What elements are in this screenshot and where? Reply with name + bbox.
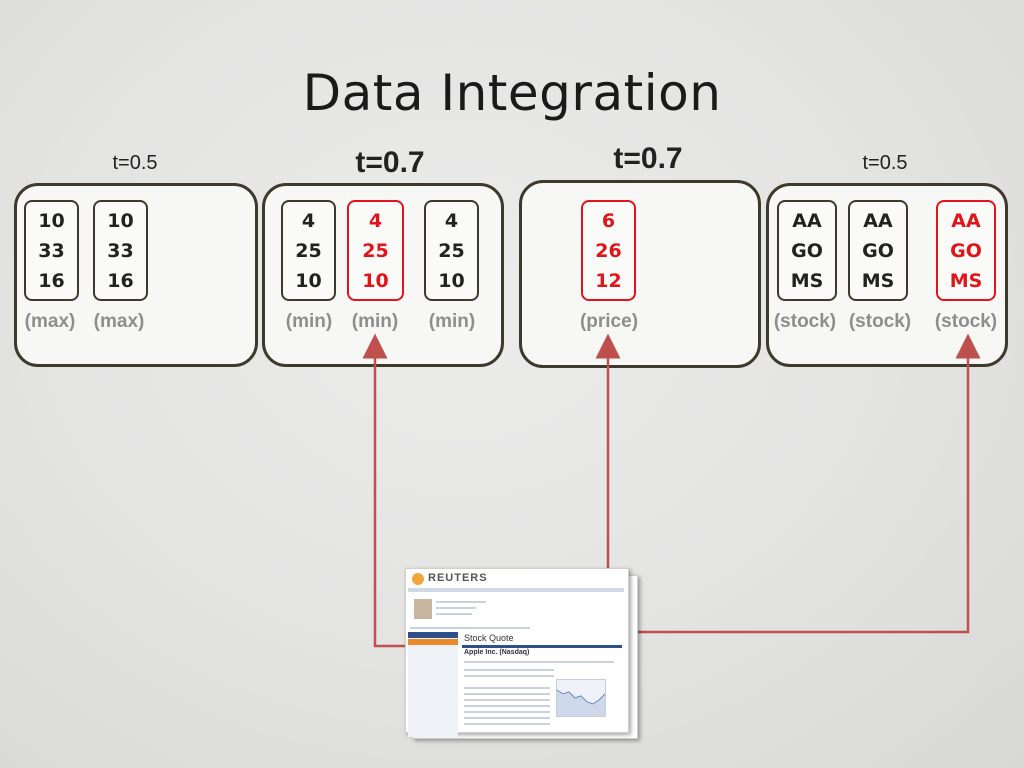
profile-text — [436, 613, 472, 615]
arrow-to-min — [362, 333, 406, 648]
group-2-threshold: t=0.7 — [355, 146, 425, 179]
reuters-brand: REUTERS — [428, 572, 488, 584]
source-label: (min) — [351, 311, 399, 332]
slide-title: Data Integration — [302, 64, 722, 122]
card-value: GO — [791, 239, 823, 262]
source-card: AA GO MS — [777, 200, 837, 301]
source-card: 4 25 10 — [424, 200, 479, 301]
card-value: 25 — [438, 239, 465, 262]
webpage-thumbnail: REUTERS Stock Quote Apple Inc. (Nasdaq) — [405, 568, 629, 737]
card-value: MS — [949, 269, 983, 292]
card-value: 10 — [38, 209, 65, 232]
banner-bar — [408, 588, 624, 592]
table-row — [464, 699, 550, 701]
source-label: (stock) — [848, 311, 912, 332]
source-label: (max) — [93, 311, 145, 332]
card-value: GO — [862, 239, 894, 262]
reuters-logo-icon — [412, 573, 424, 585]
side-nav-active — [408, 639, 458, 645]
source-card: 4 25 10 — [281, 200, 336, 301]
source-label: (stock) — [934, 311, 998, 332]
profile-block — [414, 599, 432, 619]
card-value: 16 — [107, 269, 134, 292]
card-value: 10 — [362, 269, 389, 292]
source-card-highlighted: 4 25 10 — [347, 200, 404, 301]
side-nav — [408, 632, 458, 737]
section-title: Stock Quote — [464, 633, 514, 643]
card-value: 12 — [595, 269, 622, 292]
table-row — [464, 687, 550, 689]
table-row — [464, 711, 550, 713]
table-row — [464, 693, 550, 695]
source-label: (price) — [579, 311, 639, 332]
source-card-highlighted: 6 26 12 — [581, 200, 636, 301]
side-nav-header — [408, 632, 458, 638]
source-label: (min) — [285, 311, 333, 332]
card-value: 33 — [107, 239, 134, 262]
card-value: AA — [951, 209, 981, 232]
card-value: 4 — [368, 209, 383, 232]
card-value: 16 — [38, 269, 65, 292]
group-4-threshold: t=0.5 — [862, 152, 908, 174]
card-value: 33 — [38, 239, 65, 262]
profile-text — [436, 607, 476, 609]
breadcrumb — [410, 627, 530, 629]
table-row — [464, 723, 550, 725]
card-value: AA — [792, 209, 822, 232]
card-value: 10 — [438, 269, 465, 292]
card-value: 10 — [295, 269, 322, 292]
quote-row — [464, 675, 554, 677]
table-row — [464, 705, 550, 707]
card-value: 4 — [444, 209, 459, 232]
source-card: 10 33 16 — [93, 200, 148, 301]
card-value: 25 — [362, 239, 389, 262]
card-value: 26 — [595, 239, 622, 262]
source-card: 10 33 16 — [24, 200, 79, 301]
source-card: AA GO MS — [848, 200, 908, 301]
table-row — [464, 717, 550, 719]
price-chart-line — [557, 689, 605, 716]
company-name: Apple Inc. (Nasdaq) — [464, 649, 530, 656]
quote-row — [464, 669, 554, 671]
card-value: 6 — [601, 209, 616, 232]
card-value: 4 — [301, 209, 316, 232]
card-value: 25 — [295, 239, 322, 262]
quote-row — [464, 661, 614, 663]
profile-text — [436, 601, 486, 603]
section-bar — [462, 645, 622, 648]
source-label: (stock) — [773, 311, 837, 332]
card-value: 10 — [107, 209, 134, 232]
price-chart — [556, 679, 606, 717]
source-card-highlighted: AA GO MS — [936, 200, 996, 301]
card-value: GO — [950, 239, 982, 262]
group-3-threshold: t=0.7 — [613, 142, 683, 175]
group-1-threshold: t=0.5 — [112, 152, 158, 174]
source-label: (min) — [428, 311, 476, 332]
card-value: AA — [863, 209, 893, 232]
arrow-to-stock — [632, 333, 981, 634]
card-value: MS — [790, 269, 824, 292]
group-price — [519, 180, 761, 368]
source-label: (max) — [24, 311, 76, 332]
card-value: MS — [861, 269, 895, 292]
